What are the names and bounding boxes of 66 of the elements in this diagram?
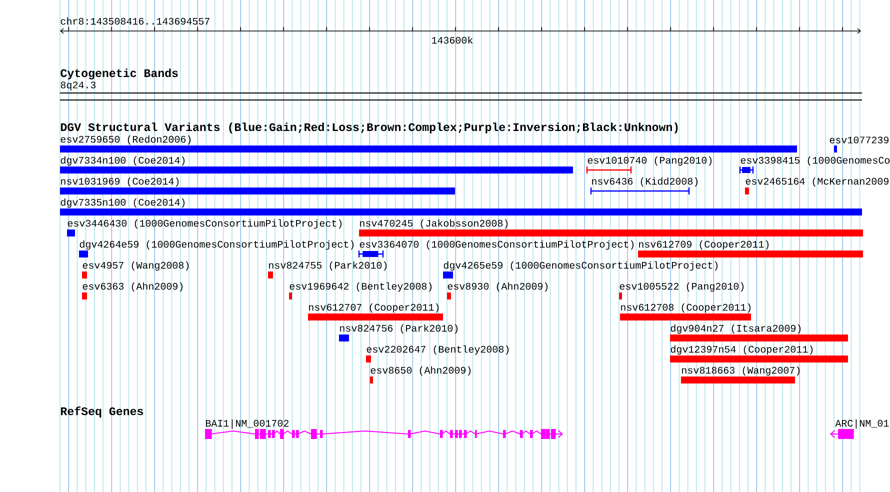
node-label: esv8930 (Ahn2009): [448, 282, 548, 292]
variant-feature: nsv818663 (Wang2007): [681, 366, 800, 384]
variant-feature: esv8930 (Ahn2009): [447, 282, 548, 300]
variant-feature: nsv824756 (Park2010): [339, 324, 458, 342]
node-label: dgv7335n100 (Coe2014): [60, 198, 185, 208]
node-label: dgv4265e59 (1000GenomesConsortiumPilotProject): [444, 261, 718, 271]
node-label: nsv1031969 (Coe2014): [61, 177, 179, 187]
node-label: esv2465164 (McKernan2009: [746, 177, 889, 187]
node-label: BAI1|NM_001702: [206, 419, 289, 429]
node-label: esv4957 (Wang2008): [82, 261, 189, 271]
node-label: esv6363 (Ahn2009): [82, 282, 183, 292]
node-label: esv8650 (Ahn2009): [370, 366, 471, 376]
node-label: nsv824756 (Park2010): [340, 324, 458, 334]
node-label: nsv818663 (Wang2007): [682, 366, 800, 376]
variant-feature: nsv824755 (Park2010): [268, 261, 387, 278]
variant-feature: esv2759650 (Redon2006): [60, 135, 797, 152]
node-label: nsv612709 (Cooper2011): [639, 240, 769, 250]
variant-feature: esv2202647 (Bentley2008): [366, 345, 509, 362]
variant-feature: dgv12397n54 (Cooper2011): [670, 345, 848, 362]
variant-feature: esv2465164 (McKernan2009: [745, 177, 888, 194]
variant-feature: nsv612709 (Cooper2011): [638, 240, 863, 258]
node-label: esv2759650 (Redon2006): [60, 135, 191, 145]
variant-feature: esv3364070 (1000GenomesConsortiumPilotProject): [358, 240, 634, 258]
variant-feature: nsv470245 (Jakobsson2008): [359, 219, 863, 236]
coordinate-label: chr8:143508416..143694557: [60, 17, 210, 25]
node-label: esv1969642 (Bentley2008): [290, 282, 432, 292]
track-heading: DGV Structural Variants (Blue:Gain;Red:Loss;Brown:Complex;Purple:Inversion;Black:Unknown): [60, 122, 678, 134]
variant-feature: esv6363 (Ahn2009): [82, 282, 183, 300]
node-label: nsv612708 (Cooper2011): [621, 303, 751, 313]
track-heading: RefSeq Genes: [61, 406, 144, 418]
node-label: dgv4264e59 (1000GenomesConsortiumPilotProject): [80, 240, 354, 250]
variant-feature: dgv7335n100 (Coe2014): [60, 198, 862, 216]
variant-feature: esv3446430 (1000GenomesConsortiumPilotProject): [67, 219, 342, 236]
node-label: nsv824755 (Park2010): [269, 261, 387, 271]
variant-feature: nsv1031969 (Coe2014): [60, 177, 455, 194]
node-label: esv1077239: [830, 136, 889, 144]
gene-model: ARC|NM_01: [830, 419, 889, 439]
variant-feature: esv4957 (Wang2008): [82, 261, 189, 278]
variant-feature: esv1969642 (Bentley2008): [289, 282, 432, 300]
node-label: dgv7334n100 (Coe2014): [60, 156, 185, 166]
node-label: esv3364070 (1000GenomesConsortiumPilotProject): [360, 240, 634, 250]
node-label: esv1005522 (Pang2010): [620, 282, 744, 292]
variant-feature: esv3398415 (1000GenomesCo: [739, 156, 890, 174]
variant-feature: dgv4264e59 (1000GenomesConsortiumPilotProject): [79, 240, 354, 258]
variant-feature: dgv4265e59 (1000GenomesConsortiumPilotProject): [443, 261, 718, 278]
node-label: ARC|NM_01: [835, 419, 889, 429]
variant-feature: esv8650 (Ahn2009): [370, 366, 471, 384]
coordinate-label: 143600k: [432, 36, 473, 44]
variant-feature: nsv612707 (Cooper2011): [308, 303, 443, 320]
variant-feature: dgv7334n100 (Coe2014): [60, 156, 573, 174]
variant-feature: nsv612708 (Cooper2011): [620, 303, 751, 320]
variant-feature: esv1010740 (Pang2010): [586, 156, 712, 174]
variant-feature: esv1077239: [830, 136, 888, 152]
band-label: 8q24.3: [60, 82, 96, 90]
node-label: esv3446430 (1000GenomesConsortiumPilotProject): [68, 219, 342, 229]
node-label: esv3398415 (1000GenomesCo: [740, 156, 890, 166]
variant-feature: dgv904n27 (Itsara2009): [670, 324, 848, 342]
node-label: nsv612707 (Cooper2011): [309, 303, 439, 313]
node-label: dgv904n27 (Itsara2009): [670, 324, 801, 334]
gene-model: BAI1|NM_001702: [205, 419, 563, 439]
variant-feature: esv1005522 (Pang2010): [619, 282, 744, 300]
node-label: esv2202647 (Bentley2008): [366, 345, 509, 355]
node-label: dgv12397n54 (Cooper2011): [670, 345, 813, 355]
node-label: nsv470245 (Jakobsson2008): [360, 219, 508, 229]
variant-feature: nsv6436 (Kidd2008): [590, 177, 698, 196]
track-heading: Cytogenetic Bands: [60, 68, 178, 80]
